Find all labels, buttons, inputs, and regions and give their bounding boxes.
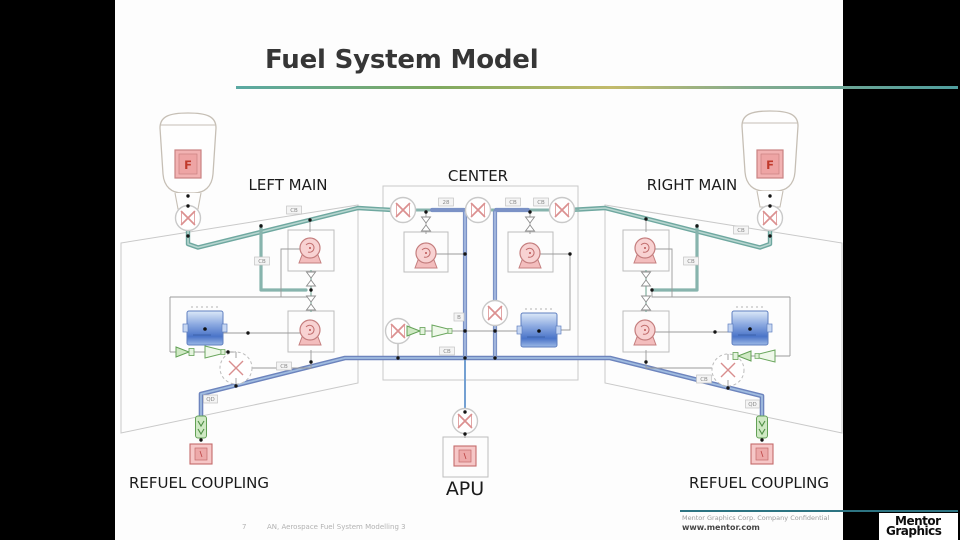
- pipe-tag: 28: [438, 197, 454, 207]
- pump: [298, 237, 322, 264]
- apu-component: [453, 445, 477, 467]
- line-lw-pump-bottom: [252, 350, 312, 369]
- check-valve-green: [406, 325, 426, 337]
- pipe-tag-label: CB: [700, 377, 708, 383]
- pump-box: [507, 231, 554, 273]
- pipe-tag: CB: [505, 197, 521, 207]
- pipe-tag-label: CB: [537, 200, 545, 206]
- pump: [298, 319, 322, 346]
- footer-confidential: Mentor Graphics Corp. Company Confidenti…: [682, 514, 830, 522]
- footer-deck-title: AN, Aerospace Fuel System Modelling 3: [267, 523, 406, 531]
- transfer-valve: [481, 299, 509, 327]
- pipe-tag-label: B: [457, 315, 461, 321]
- pipe-tag-label: CB: [290, 208, 298, 214]
- check-valve-green: [732, 350, 752, 362]
- engine-feed-label: F: [184, 158, 192, 172]
- page-number: 7: [242, 523, 247, 531]
- engine-right: F: [741, 110, 799, 208]
- filter-green: [754, 349, 776, 363]
- refuel-coupling-left-component: [189, 443, 213, 465]
- filter-green: [431, 324, 453, 338]
- logo-line1: Mentor: [895, 514, 941, 528]
- pipe-tag-label: CB: [280, 364, 288, 370]
- pipe-left-branch: [259, 223, 308, 292]
- pipe-tag: CB: [286, 205, 302, 215]
- check-valve-green: [175, 346, 195, 358]
- crossfeed-valve: [548, 196, 576, 224]
- pump: [414, 242, 438, 269]
- pipe-tag: CB: [696, 374, 712, 384]
- left-wing-outline: [120, 204, 359, 434]
- refuel-coupling-right-component: [750, 443, 774, 465]
- mentor-graphics-logo: Mentor Graphics: [879, 513, 958, 540]
- pump: [518, 242, 542, 269]
- junction-dots: [186, 194, 772, 442]
- pipe-refuel-main-core: [200, 357, 763, 417]
- refuel-check-valve: [755, 415, 769, 439]
- slide-title: Fuel System Model: [265, 45, 539, 75]
- pipe-tag: QD: [203, 394, 218, 404]
- pipe-tag: CB: [439, 346, 455, 356]
- pipe-tag-label: CB: [258, 259, 266, 265]
- engine-feed-box-inner: [760, 153, 780, 175]
- logo-line2: Graphics: [886, 523, 942, 538]
- footer-divider: [680, 510, 958, 512]
- pipe-left-feed-core: [187, 207, 393, 249]
- line-rw-tank-top: [651, 290, 790, 298]
- shutoff-valve: [756, 204, 784, 232]
- pipe-tag-label: QD: [206, 397, 215, 403]
- label-refuel-right: REFUEL COUPLING: [689, 474, 829, 492]
- filter-green: [204, 345, 226, 359]
- pipe-tag-label: CB: [509, 200, 517, 206]
- label-refuel-left: REFUEL COUPLING: [129, 474, 269, 492]
- pump: [633, 319, 657, 346]
- pipe-tags: CB CB 28 CB CB CB CB CB CB QD QD B CB: [203, 197, 760, 409]
- label-center: CENTER: [448, 167, 508, 185]
- pipe-tag: B: [453, 312, 465, 322]
- pipe-tag: QD: [745, 399, 760, 409]
- refuel-valve-left: [219, 351, 253, 385]
- pipe-tag-label: 28: [443, 200, 450, 206]
- apu-box: [442, 436, 489, 478]
- engine-feed-label: F: [766, 158, 774, 172]
- refuel-check-valve: [194, 415, 208, 439]
- footer-website: www.mentor.com: [682, 523, 760, 532]
- pipe-tag: CB: [733, 225, 749, 235]
- label-apu: APU: [446, 478, 484, 500]
- label-right-main: RIGHT MAIN: [647, 176, 738, 194]
- refuel-valve-right: [711, 353, 745, 387]
- shutoff-valve: [174, 204, 202, 232]
- pipe-tag-label: QD: [748, 402, 757, 408]
- pipe-tag-label: CB: [443, 349, 451, 355]
- engine-left: F: [159, 112, 217, 210]
- crossfeed-valve: [389, 196, 417, 224]
- line-rw-pump-out: [655, 248, 673, 297]
- line-rw-pump-bottom: [645, 350, 712, 369]
- label-left-main: LEFT MAIN: [249, 176, 328, 194]
- pipe-tag: CB: [276, 361, 292, 371]
- fuel-tank-right: [727, 306, 773, 346]
- pump: [633, 237, 657, 264]
- line-lw-pump-out: [280, 248, 300, 297]
- fuel-tank-left: [182, 306, 228, 346]
- fuel-tank-center: [516, 308, 562, 348]
- pipe-tag: CB: [683, 256, 699, 266]
- slide: Fuel System Model 7 AN, Aerospace Fuel S…: [115, 0, 958, 540]
- pipe-tag-label: CB: [687, 259, 695, 265]
- title-divider: [236, 86, 958, 89]
- engine-feed-box-inner: [178, 153, 198, 175]
- pipe-right-feed-core: [569, 207, 771, 249]
- pipe-tag-label: CB: [737, 228, 745, 234]
- pipe-right-branch: [650, 223, 699, 292]
- crossfeed-valve: [464, 196, 492, 224]
- center-tank-box: [382, 185, 579, 381]
- pipe-tag: CB: [533, 197, 549, 207]
- right-wing-outline: [604, 204, 843, 434]
- pipe-tag: CB: [254, 256, 270, 266]
- line-c-pump2-out: [540, 253, 571, 331]
- blue-fuel-pipes: [198, 207, 765, 419]
